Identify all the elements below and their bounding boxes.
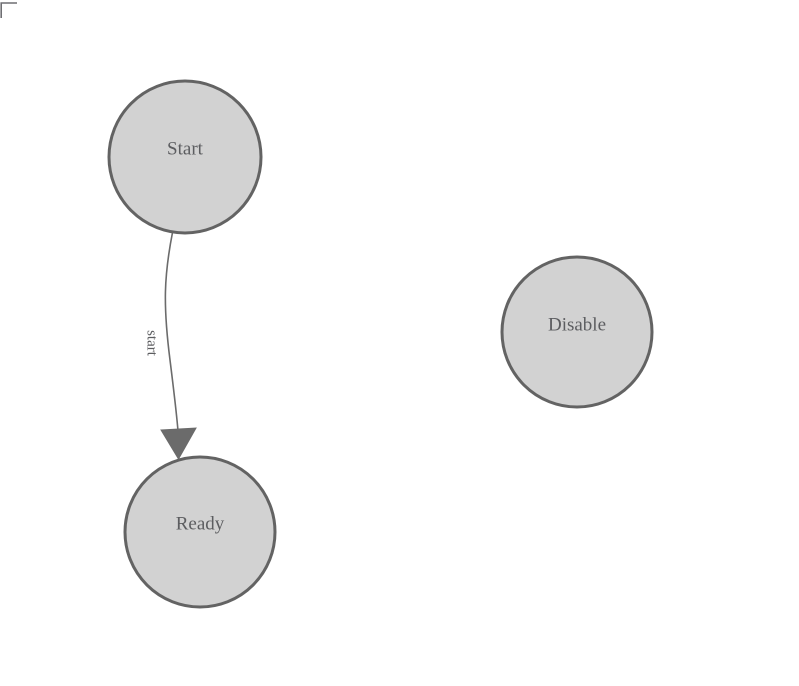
node-start-circle[interactable] <box>107 79 263 235</box>
node-disable-circle[interactable] <box>500 255 654 409</box>
node-start[interactable]: Start <box>107 79 263 235</box>
edge-arrowhead-icon <box>160 427 197 460</box>
node-disable-label: Disable <box>548 314 606 335</box>
edge-label-start: start <box>144 330 160 357</box>
node-disable[interactable]: Disable <box>500 255 654 409</box>
node-ready-label: Ready <box>176 513 225 534</box>
node-start-label: Start <box>167 138 204 159</box>
edge-line <box>164 232 179 432</box>
node-ready[interactable]: Ready <box>123 455 277 609</box>
node-ready-circle[interactable] <box>123 455 277 609</box>
selection-corner-bracket-icon <box>0 2 17 18</box>
edge-start-to-ready[interactable]: start <box>144 232 197 460</box>
